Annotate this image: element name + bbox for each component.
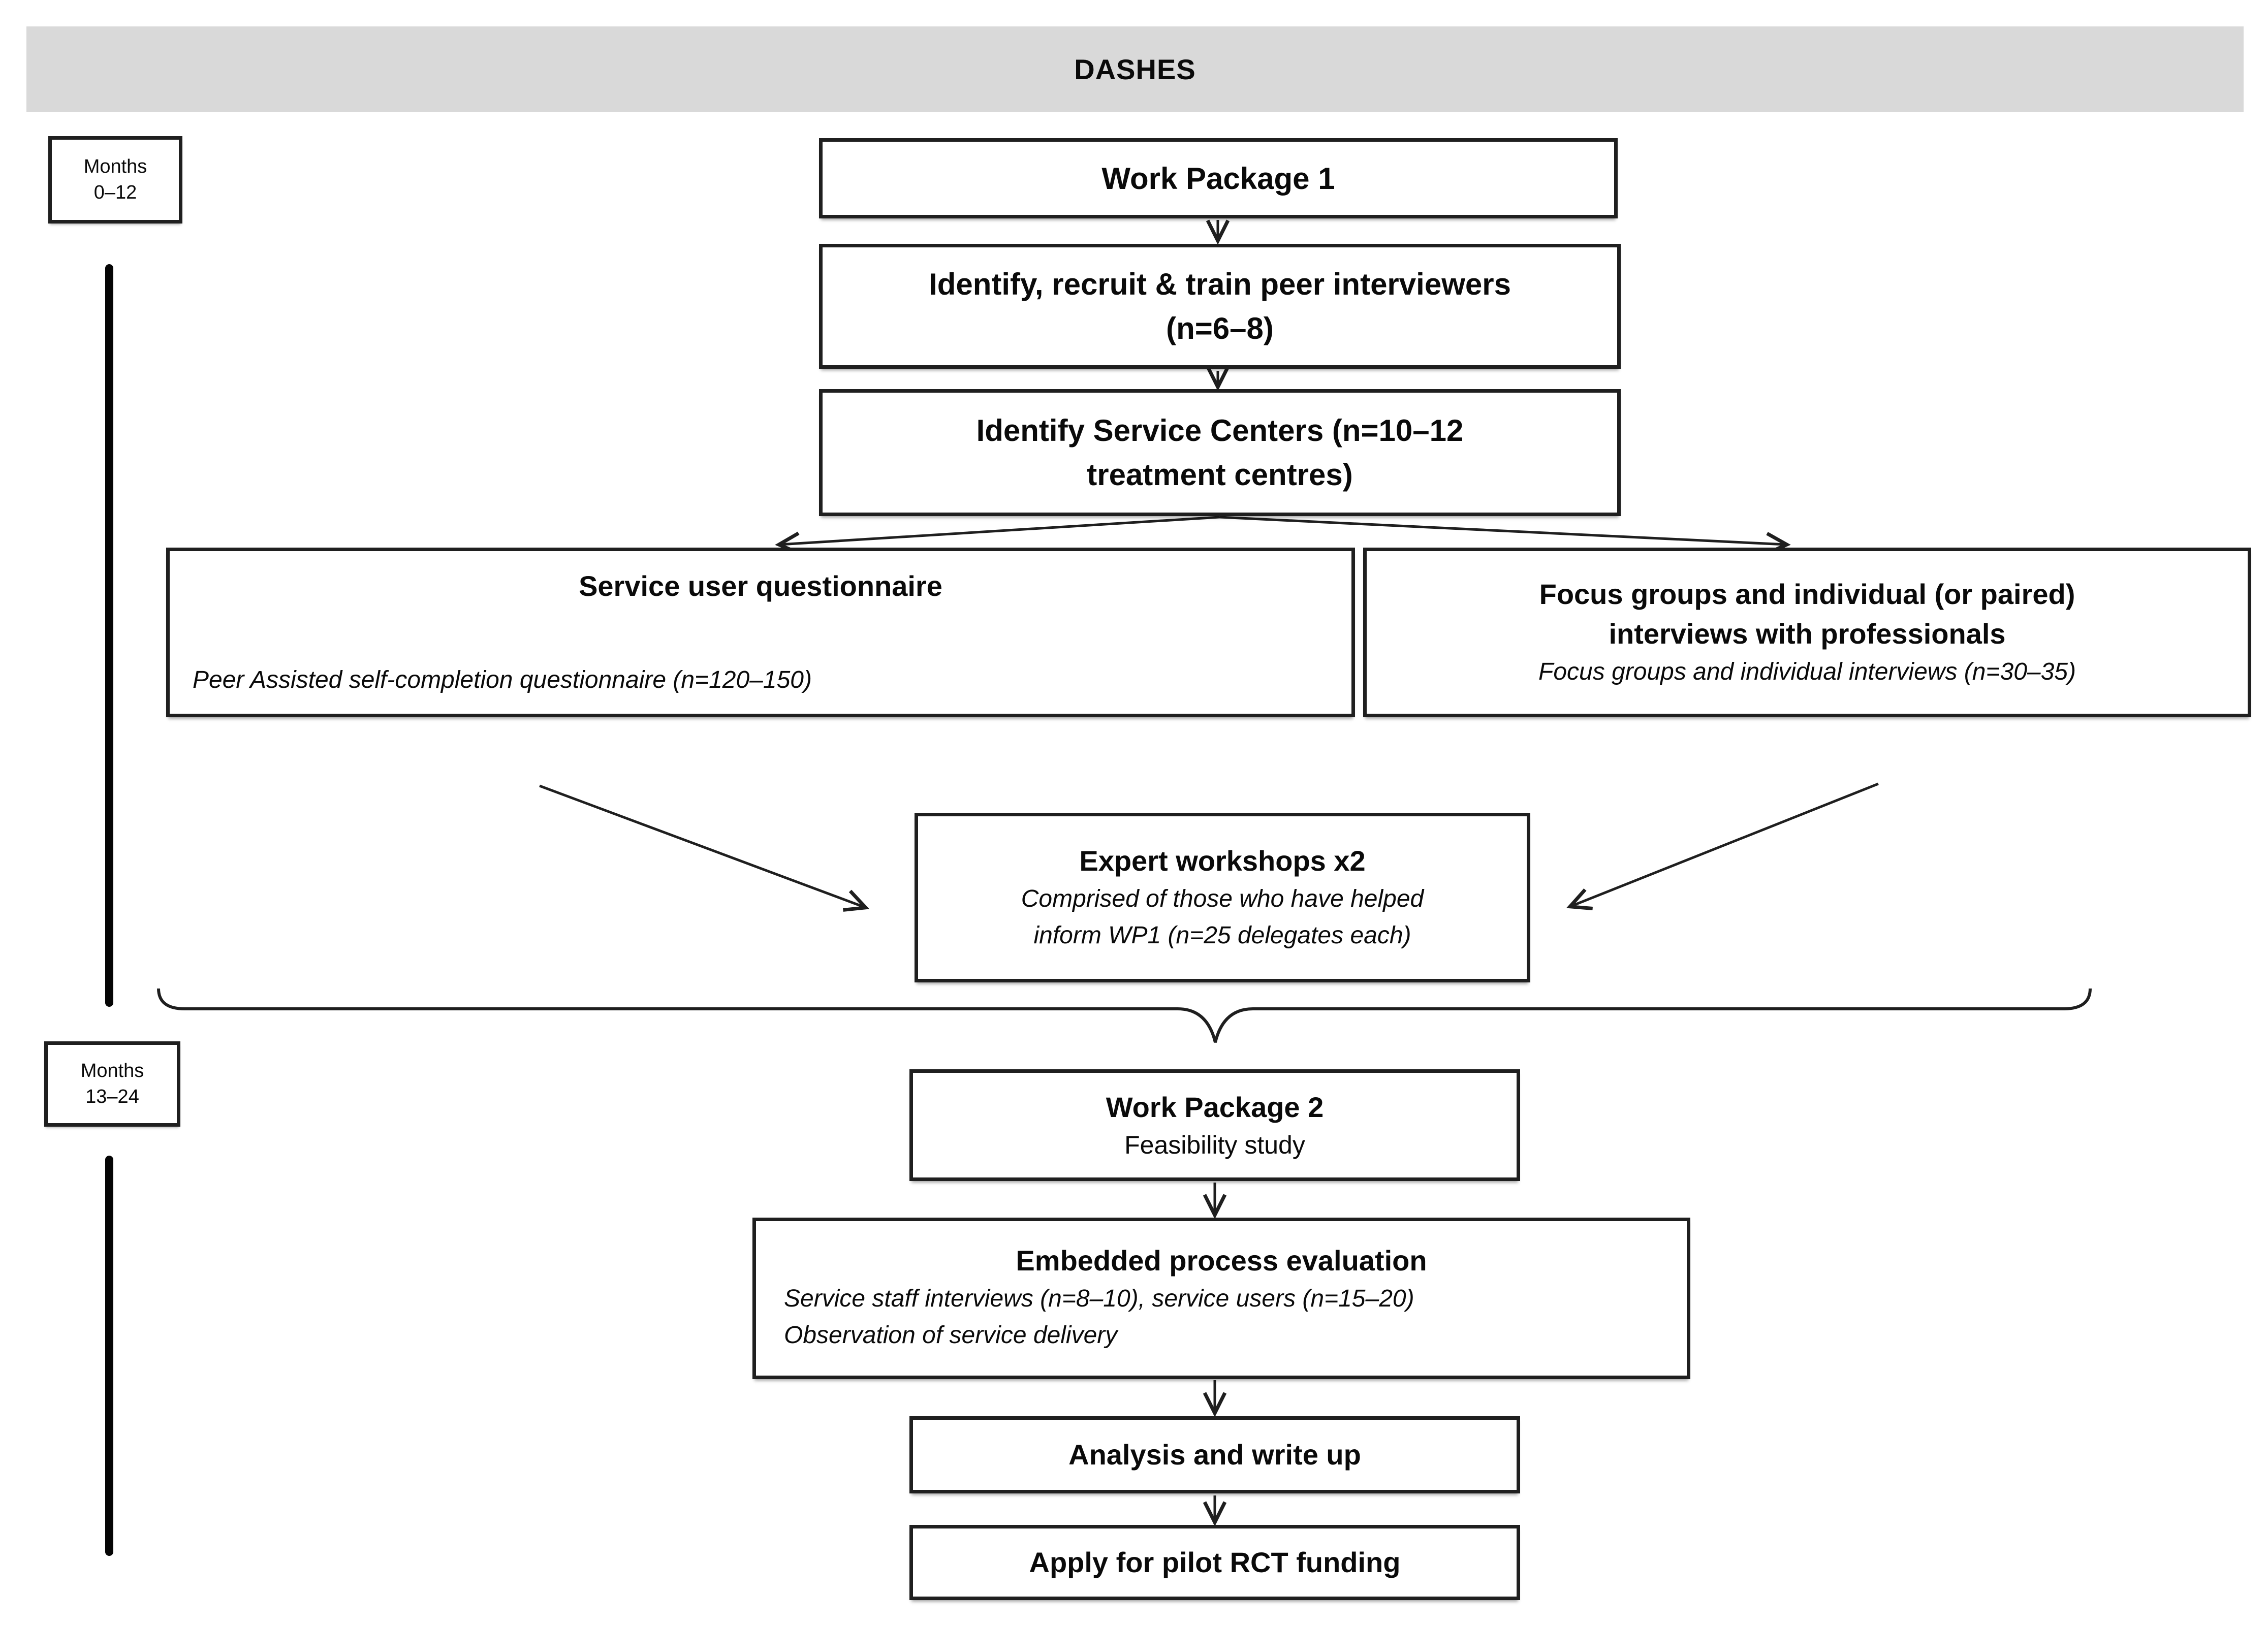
flow-box-process-evaluation: Embedded process evaluation Service staf…	[752, 1218, 1690, 1379]
process-evaluation-detail-2: Observation of service delivery	[784, 1322, 1118, 1349]
work-package-2-subtitle: Feasibility study	[1124, 1131, 1305, 1160]
timeline-phase1-label: Months 0–12	[83, 155, 147, 203]
flow-box-recruit-interviewers: Identify, recruit & train peer interview…	[819, 244, 1621, 369]
recruit-interviewers-label: Identify, recruit & train peer interview…	[929, 267, 1511, 345]
focus-groups-detail: Focus groups and individual interviews (…	[1538, 658, 2076, 686]
timeline-bar-phase2	[105, 1156, 113, 1556]
service-user-questionnaire-detail: Peer Assisted self-completion questionna…	[193, 666, 812, 693]
flow-box-work-package-2: Work Package 2 Feasibility study	[909, 1069, 1520, 1181]
arrow-centers-to-left-branch	[775, 516, 1220, 555]
identify-service-centers-label: Identify Service Centers (n=10–12 treatm…	[976, 413, 1464, 492]
focus-groups-heading: Focus groups and individual (or paired) …	[1539, 578, 2075, 650]
rct-funding-label: Apply for pilot RCT funding	[1029, 1546, 1401, 1578]
flow-box-rct-funding: Apply for pilot RCT funding	[909, 1525, 1520, 1600]
timeline-phase1-box: Months 0–12	[48, 136, 182, 224]
flow-box-service-user-questionnaire: Service user questionnaire Peer Assisted…	[166, 548, 1355, 717]
flow-box-work-package-1: Work Package 1	[819, 138, 1618, 218]
process-evaluation-heading: Embedded process evaluation	[1016, 1244, 1427, 1277]
flow-box-focus-groups: Focus groups and individual (or paired) …	[1363, 548, 2251, 717]
service-user-questionnaire-heading: Service user questionnaire	[579, 570, 942, 602]
arrow-centers-to-right-branch	[1219, 516, 1791, 556]
process-evaluation-detail-1: Service staff interviews (n=8–10), servi…	[784, 1285, 1414, 1313]
work-package-2-title: Work Package 2	[1106, 1091, 1324, 1123]
arrow-right-branch-to-workshops	[1566, 782, 1879, 911]
expert-workshops-heading: Expert workshops x2	[1079, 844, 1366, 877]
diagram-title: DASHES	[1074, 53, 1196, 85]
analysis-label: Analysis and write up	[1068, 1438, 1361, 1471]
expert-workshops-detail: Comprised of those who have helped infor…	[1021, 885, 1424, 949]
arrow-left-branch-to-workshops	[539, 784, 870, 912]
timeline-bar-phase1	[105, 264, 113, 1007]
flow-box-identify-service-centers: Identify Service Centers (n=10–12 treatm…	[819, 389, 1621, 516]
diagram-title-bar: DASHES	[26, 26, 2244, 112]
flow-box-analysis: Analysis and write up	[909, 1416, 1520, 1493]
timeline-phase2-box: Months 13–24	[44, 1041, 180, 1127]
brace-wp1-summary	[157, 988, 2092, 1043]
flow-box-expert-workshops: Expert workshops x2 Comprised of those w…	[915, 813, 1530, 982]
timeline-phase2-label: Months 13–24	[80, 1060, 144, 1107]
work-package-1-title: Work Package 1	[1101, 161, 1335, 196]
